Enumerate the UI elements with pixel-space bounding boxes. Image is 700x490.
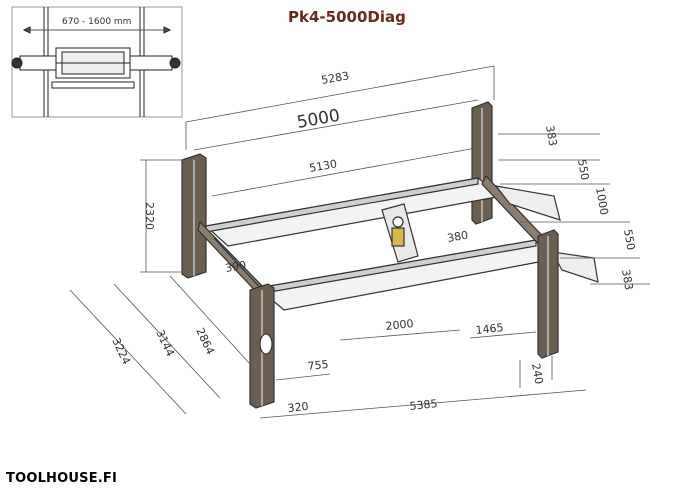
dim-inner-length: 5130 [308, 157, 338, 175]
inset-width-label: 670 - 1600 mm [62, 17, 131, 27]
inset-top-view [11, 6, 183, 118]
dim-bottom-offset: 383 [619, 268, 635, 291]
ramp-far [494, 185, 561, 221]
lift-structure [181, 101, 599, 409]
dim-span-2000: 2000 [385, 317, 414, 333]
ramp-near [550, 251, 599, 283]
dim-width-c: 2864 [193, 326, 217, 357]
dim-span-755: 755 [307, 358, 329, 373]
dimension-lines [69, 65, 650, 419]
column-back-left [181, 153, 207, 279]
dim-track-width: 1000 [593, 186, 611, 216]
dim-gap-left: 390 [224, 259, 247, 275]
column-back-right [471, 101, 493, 225]
column-front-right [537, 229, 559, 359]
dim-gap-right: 380 [446, 229, 469, 245]
column-front-left [249, 283, 275, 409]
dim-runway-width-a: 550 [575, 158, 591, 181]
dim-column-height: 2320 [143, 202, 156, 230]
dim-overall-length: 5283 [320, 69, 350, 87]
dim-span-1465: 1465 [475, 321, 504, 337]
brand-logo-text: TOOLHOUSE.FI [6, 471, 118, 486]
dim-span-320: 320 [287, 400, 309, 415]
dim-foot-240: 240 [529, 362, 545, 385]
dim-runway-width-b: 550 [621, 228, 637, 251]
rolling-jack [381, 203, 419, 263]
dim-runway-length: 5000 [295, 106, 341, 133]
dim-base-length: 5385 [409, 397, 438, 413]
dim-overall-width: 3224 [109, 336, 133, 367]
dim-top-offset: 383 [543, 124, 559, 147]
drawing-title: Pk4-5000Diag [288, 8, 406, 26]
dim-width-b: 3144 [153, 328, 177, 359]
